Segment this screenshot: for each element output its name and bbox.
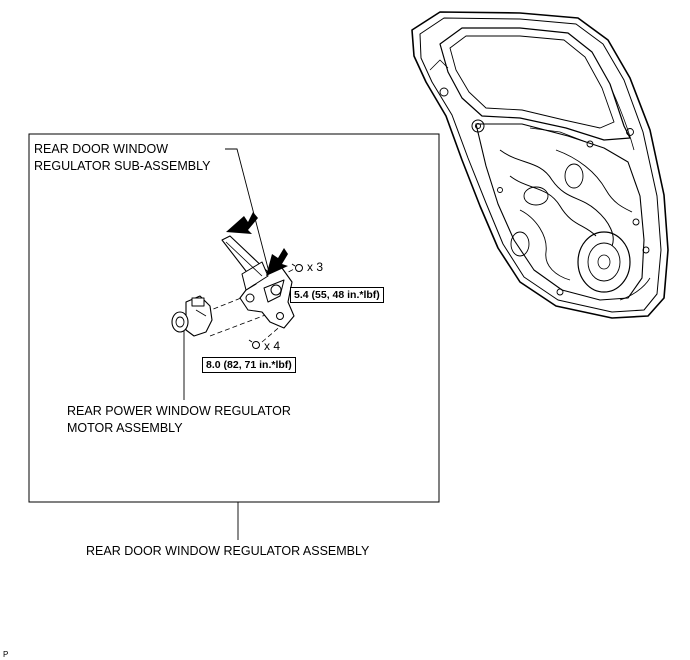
arrow-down-left-icon: [226, 212, 258, 234]
fastener-quantity: x 4: [264, 339, 281, 353]
fastener-quantity: x 3: [307, 260, 324, 274]
bolt-icon: [291, 263, 303, 272]
rear-door-illustration: [411, 11, 669, 319]
leader-lines: [183, 148, 271, 540]
motor-assembly-label: REAR POWER WINDOW REGULATOR MOTOR ASSEMB…: [67, 403, 291, 437]
torque-spec: 8.0 (82, 71 in.*lbf): [202, 357, 296, 373]
motor-assembly-label-line: MOTOR ASSEMBLY: [67, 421, 183, 435]
sub-assembly-label-line: REAR DOOR WINDOW: [34, 142, 169, 156]
bolt-icon: [248, 339, 260, 349]
arrow-down-left-icon: [266, 248, 288, 276]
sub-assembly-label: REAR DOOR WINDOW REGULATOR SUB-ASSEMBLY: [34, 141, 210, 175]
assembly-frame: [28, 133, 440, 503]
motor-assembly-label-line: REAR POWER WINDOW REGULATOR: [67, 404, 291, 418]
motor-assembly-illustration: [171, 295, 213, 337]
torque-spec: 5.4 (55, 48 in.*lbf): [290, 287, 384, 303]
sub-assembly-label-line: REGULATOR SUB-ASSEMBLY: [34, 159, 211, 173]
corner-mark: P: [3, 650, 9, 659]
regulator-assembly-label: REAR DOOR WINDOW REGULATOR ASSEMBLY: [86, 544, 370, 558]
